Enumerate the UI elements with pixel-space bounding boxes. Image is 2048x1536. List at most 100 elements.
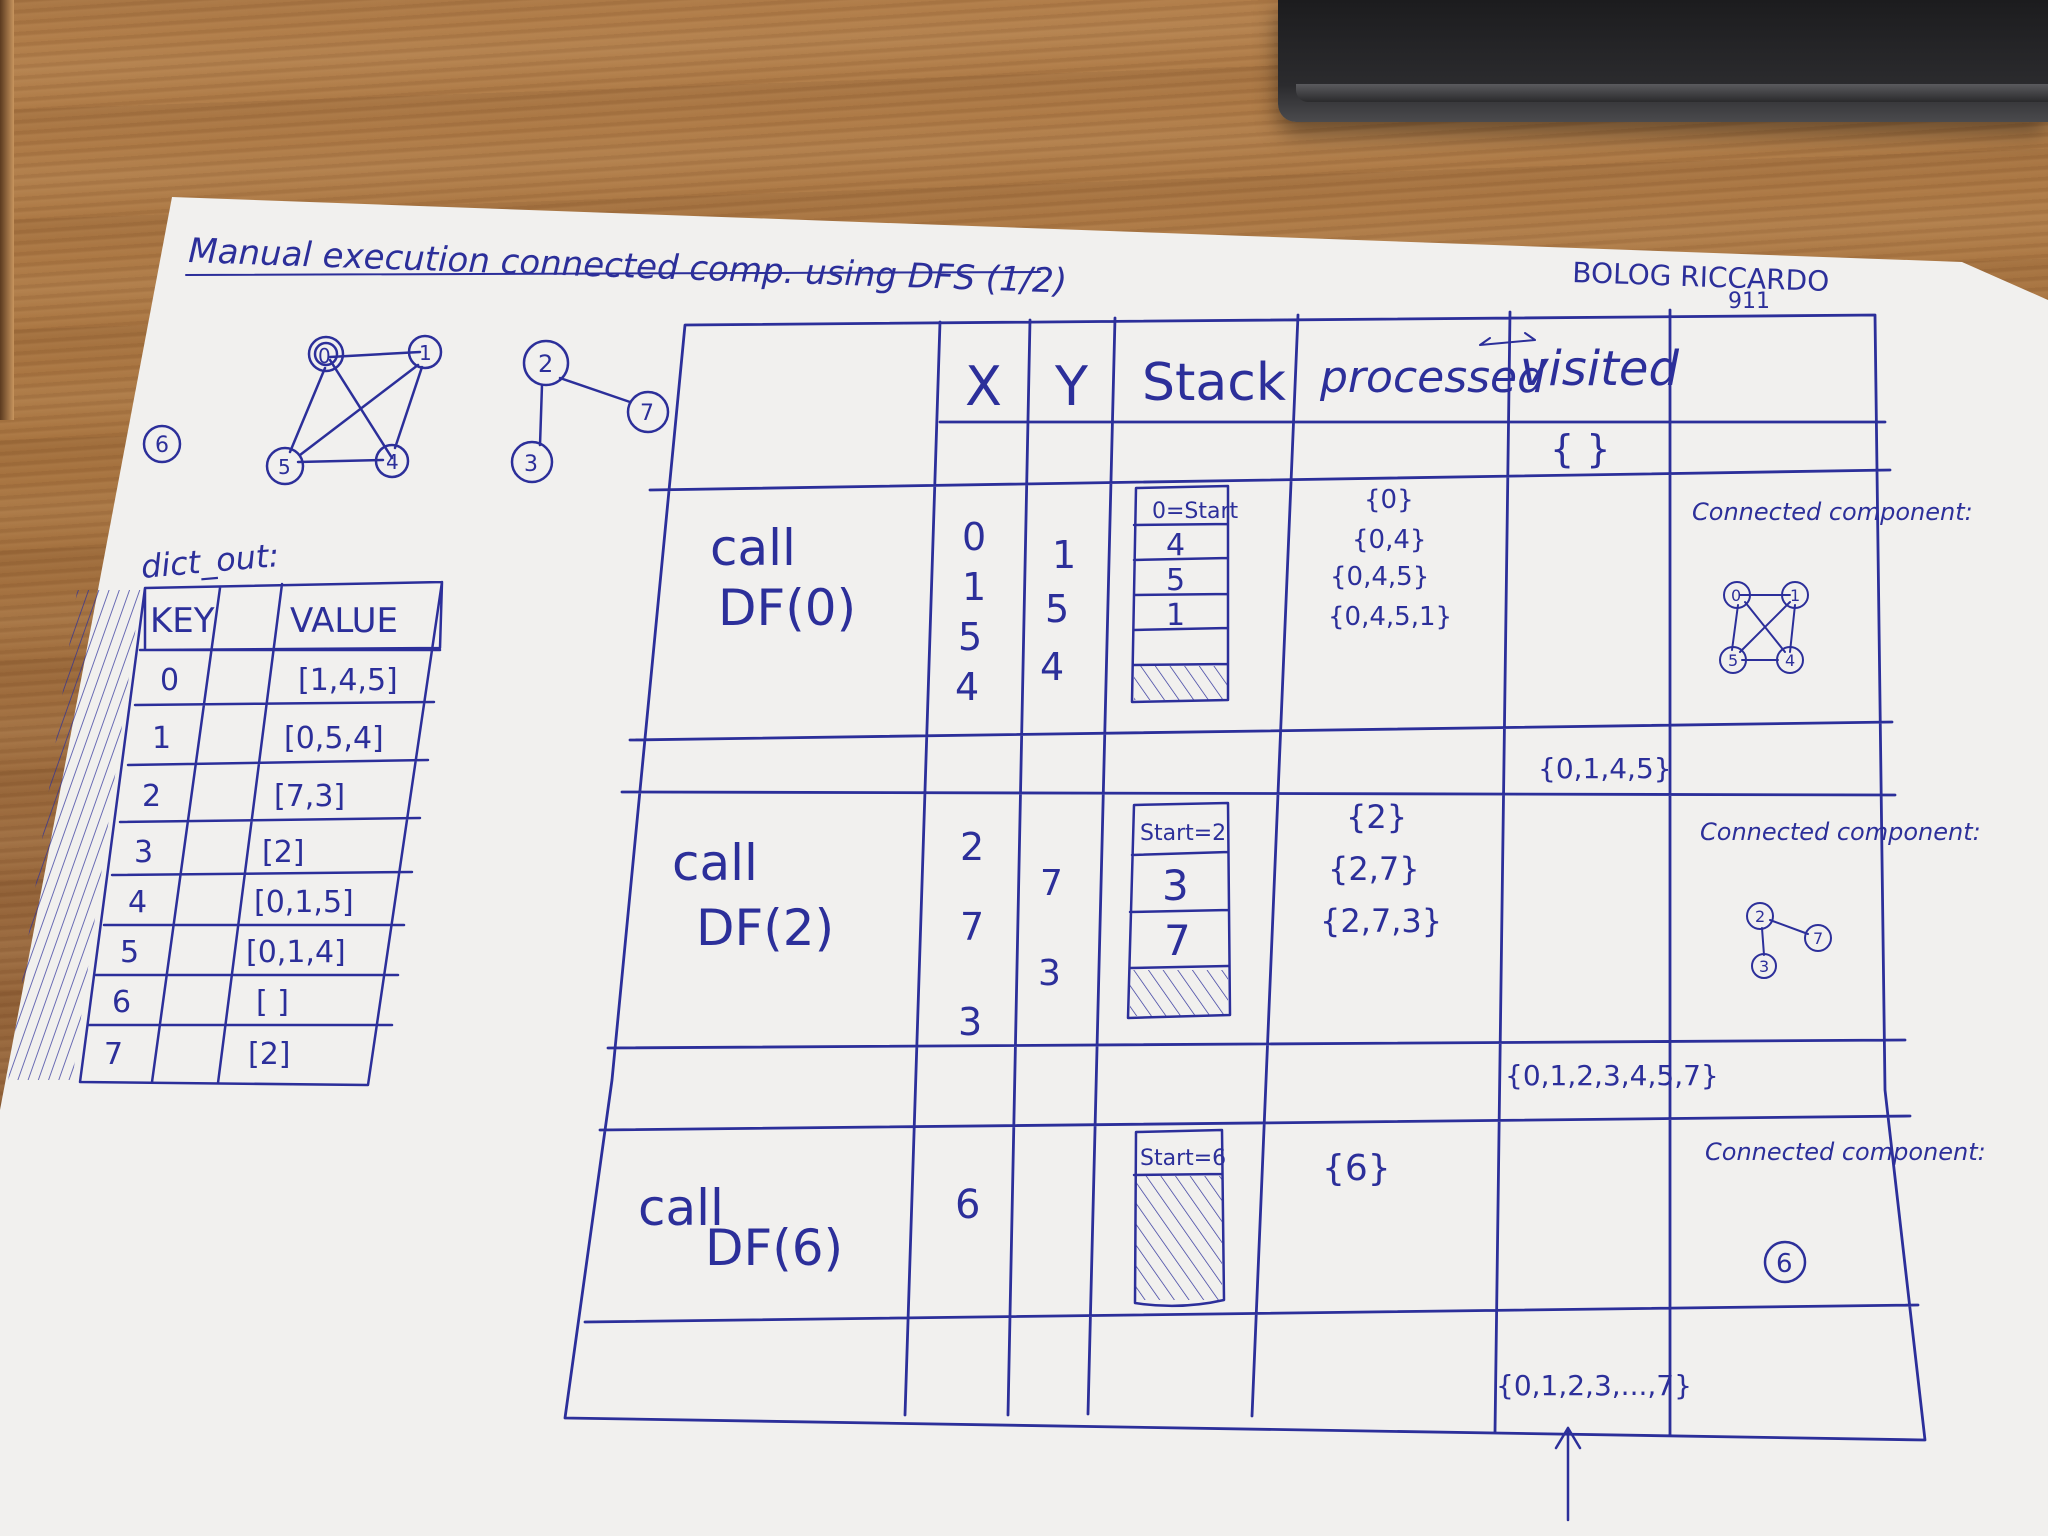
header-processed: processed — [1319, 352, 1546, 403]
call-2-comp-node-circle — [1763, 1240, 1807, 1284]
call-0-label: call — [710, 519, 796, 577]
call-0-y-0: 1 — [1052, 533, 1076, 577]
graph-component-b — [510, 339, 670, 484]
dict-value-1: [0,5,4] — [284, 721, 384, 756]
dict-value-7: [2] — [248, 1037, 291, 1072]
call-0-stack-hatch — [1134, 666, 1228, 700]
call-0-comp-node-0: 0 — [1731, 586, 1741, 605]
dict-key-4: 4 — [128, 885, 147, 920]
header-visited: visited — [1520, 341, 1679, 397]
graph-node-4: 4 — [386, 450, 399, 474]
graph-node-7: 7 — [640, 401, 654, 426]
paper-sheet — [0, 197, 2048, 1536]
graph-drawing: 0 1 5 4 2 7 3 6 — [142, 334, 670, 486]
dict-out-scribble — [8, 590, 142, 1080]
dict-key-2: 2 — [142, 779, 161, 814]
call-1-comp-node-1: 7 — [1813, 929, 1823, 948]
call-1-y-1: 3 — [1038, 953, 1061, 994]
dict-value-2: [7,3] — [274, 779, 345, 814]
dict-key-3: 3 — [134, 835, 153, 870]
call-0-x-0: 0 — [962, 515, 986, 559]
dict-value-3: [2] — [262, 835, 305, 870]
call-0-visited-after: {0,1,4,5} — [1538, 752, 1672, 785]
call-0-comp-node-3: 4 — [1785, 651, 1795, 670]
call-1-comp-node-0: 2 — [1755, 907, 1765, 926]
trace-grid — [563, 308, 1927, 1442]
dict-out-table: dict_out: KEY VALUE 0 [1,4,5] 1 [0,5,4] … — [8, 536, 444, 1087]
call-2-processed-0: {6} — [1322, 1148, 1391, 1189]
dict-out-key-header: KEY — [150, 601, 215, 641]
call-1-x-1: 7 — [960, 905, 984, 949]
call-0-stack-2: 1 — [1166, 598, 1185, 633]
dict-value-5: [0,1,4] — [246, 935, 346, 970]
call-1-processed-0: {2} — [1346, 798, 1407, 836]
call-2-stack-box — [1132, 1128, 1226, 1308]
desk-edge — [0, 0, 14, 420]
call-0-processed-1: {0,4} — [1352, 525, 1426, 555]
header-stack: Stack — [1142, 353, 1286, 413]
dict-key-7: 7 — [104, 1037, 123, 1072]
graph-node-6-circle — [142, 424, 182, 464]
header-arrow — [1479, 332, 1536, 346]
graph-node-5: 5 — [278, 455, 291, 479]
call-0-stack-0: 4 — [1166, 528, 1185, 563]
call-1-stack-hatch — [1130, 970, 1228, 1016]
call-0-processed-2: {0,4,5} — [1330, 562, 1429, 592]
call-1-stack-box — [1126, 801, 1232, 1020]
call-1-processed-2: {2,7,3} — [1320, 902, 1442, 940]
call-1-label: call — [672, 834, 758, 892]
call-1-x-2: 3 — [958, 1000, 982, 1044]
laptop-edge — [1296, 84, 2048, 102]
graph-node-3: 3 — [524, 452, 538, 477]
call-1-stack-0: 3 — [1162, 861, 1189, 910]
graph-component-a — [265, 334, 443, 486]
call-1-stack-top: Start=2 — [1140, 821, 1226, 846]
dict-out-grid — [78, 580, 444, 1087]
call-1-func: DF(2) — [696, 899, 834, 957]
call-0-processed-3: {0,4,5,1} — [1328, 602, 1452, 632]
dict-value-6: [ ] — [256, 985, 289, 1020]
call-0-y-1: 5 — [1045, 587, 1069, 631]
call-0-comp-node-1: 1 — [1790, 586, 1800, 605]
call-1-x-0: 2 — [960, 825, 984, 869]
call-1-component-label: Connected component: — [1700, 818, 1981, 846]
call-0-processed-0: {0} — [1364, 485, 1414, 515]
bottom-arrow — [1554, 1426, 1582, 1522]
call-0-stack-top: 0=Start — [1152, 499, 1239, 524]
call-1-comp-node-2: 3 — [1759, 957, 1769, 976]
call-1-processed-1: {2,7} — [1328, 850, 1420, 888]
dict-key-0: 0 — [160, 663, 179, 698]
dict-out-value-header: VALUE — [290, 601, 398, 641]
dict-key-6: 6 — [112, 985, 131, 1020]
graph-node-6: 6 — [155, 433, 169, 458]
dict-key-5: 5 — [120, 935, 139, 970]
call-0-component-label: Connected component: — [1692, 498, 1973, 526]
call-2-label: call — [638, 1179, 724, 1237]
call-2-comp-node-0: 6 — [1776, 1249, 1793, 1279]
call-0-x-2: 5 — [958, 615, 982, 659]
call-1-stack-1: 7 — [1164, 916, 1191, 965]
graph-node-0: 0 — [318, 344, 331, 368]
dfs-trace-table: X Y Stack processed visited { } call DF(… — [563, 308, 1986, 1522]
graph-node-1: 1 — [419, 341, 432, 365]
call-0-comp-node-2: 5 — [1728, 651, 1738, 670]
title-underline — [185, 271, 1041, 276]
dict-value-0: [1,4,5] — [298, 663, 398, 698]
dict-key-1: 1 — [152, 721, 171, 756]
call-0-y-2: 4 — [1040, 645, 1064, 689]
call-2-func: DF(6) — [705, 1219, 843, 1277]
call-2-component-label: Connected component: — [1705, 1138, 1986, 1166]
call-2-stack-hatch — [1136, 1176, 1222, 1300]
header-x: X — [965, 355, 1002, 418]
call-0-stack-1: 5 — [1166, 563, 1185, 598]
call-2-x-0: 6 — [955, 1182, 980, 1228]
call-0-component-graph — [1719, 581, 1809, 674]
call-1-visited-after: {0,1,2,3,4,5,7} — [1505, 1059, 1719, 1092]
graph-node-2: 2 — [538, 350, 553, 378]
call-0-x-3: 4 — [955, 665, 979, 709]
group-number: 911 — [1728, 289, 1770, 314]
call-0-func: DF(0) — [718, 579, 856, 637]
call-0-x-1: 1 — [962, 565, 986, 609]
dict-value-4: [0,1,5] — [254, 885, 354, 920]
